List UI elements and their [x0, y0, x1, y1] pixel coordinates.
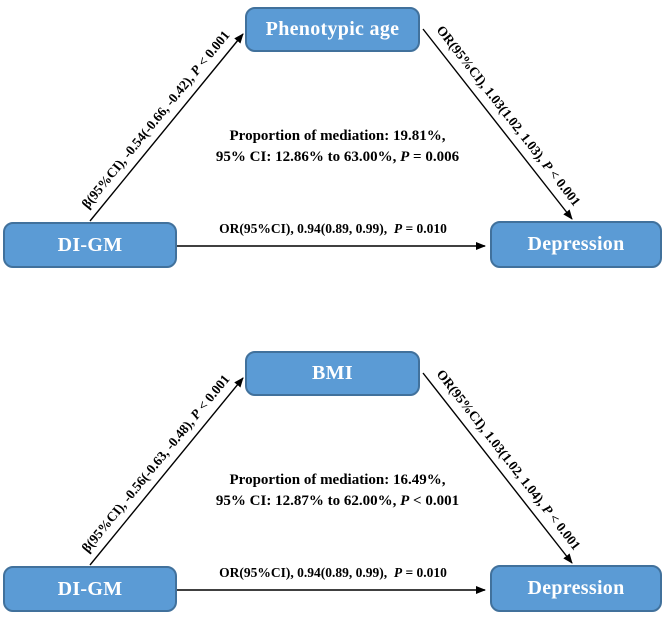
mediation-p-value: = 0.006 — [409, 149, 460, 165]
mediation-p-symbol: P — [400, 149, 410, 165]
mediation-p-value: < 0.001 — [409, 493, 460, 509]
mediator-box: Phenotypic age — [245, 7, 420, 52]
mediation-ci: 95% CI: 12.87% to 62.00%, — [215, 493, 401, 509]
path-c-p-value: = 0.010 — [402, 221, 447, 236]
exposure-label: DI-GM — [57, 233, 123, 256]
path-b-arrow — [422, 28, 573, 220]
mediation-line1: Proportion of mediation: 19.81%, — [229, 128, 446, 144]
path-c-estimate: OR(95%CI), 0.94(0.89, 0.99), — [219, 221, 394, 236]
path-c-label: OR(95%CI), 0.94(0.89, 0.99), P = 0.010 — [177, 221, 489, 237]
outcome-box: Depression — [490, 565, 662, 612]
mediation-diagram-bmi: BMI DI-GM Depression β(95%CI), -0.56(-0.… — [0, 344, 671, 622]
outcome-label: Depression — [527, 233, 625, 255]
path-c-p-symbol: P — [393, 565, 403, 580]
mediator-label: Phenotypic age — [265, 18, 400, 40]
mediation-diagram-phenotypic-age: Phenotypic age DI-GM Depression β(95%CI)… — [0, 0, 671, 290]
exposure-label: DI-GM — [57, 577, 123, 600]
outcome-label: Depression — [527, 577, 625, 599]
mediator-label: BMI — [312, 362, 353, 384]
path-a-arrow — [89, 377, 244, 566]
mediation-line2: 95% CI: 12.86% to 63.00%, P = 0.006 — [165, 147, 510, 168]
path-c-p-value: = 0.010 — [402, 565, 447, 580]
mediation-proportion-text: Proportion of mediation: 19.81%, 95% CI:… — [165, 126, 510, 168]
mediation-ci: 95% CI: 12.86% to 63.00%, — [215, 149, 401, 165]
path-c-p-symbol: P — [393, 221, 403, 236]
mediation-line2: 95% CI: 12.87% to 62.00%, P < 0.001 — [165, 491, 510, 512]
exposure-box: DI-GM — [3, 222, 177, 268]
mediator-box: BMI — [245, 351, 420, 396]
mediation-proportion-text: Proportion of mediation: 16.49%, 95% CI:… — [165, 470, 510, 512]
mediation-p-symbol: P — [400, 493, 410, 509]
outcome-box: Depression — [490, 221, 662, 268]
path-a-arrow — [89, 33, 244, 222]
exposure-box: DI-GM — [3, 566, 177, 612]
mediation-line1: Proportion of mediation: 16.49%, — [229, 472, 446, 488]
path-c-estimate: OR(95%CI), 0.94(0.89, 0.99), — [219, 565, 394, 580]
path-c-label: OR(95%CI), 0.94(0.89, 0.99), P = 0.010 — [177, 565, 489, 581]
arrows-layer — [89, 28, 573, 250]
path-b-arrow — [422, 372, 573, 564]
arrows-layer — [89, 372, 573, 594]
